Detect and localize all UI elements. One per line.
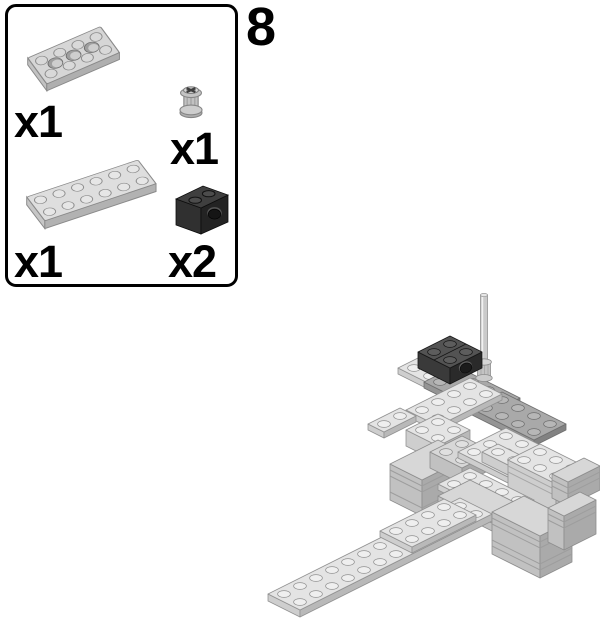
part-image-plate-2x6-icon: [26, 160, 157, 231]
part-image-technic-plate-2x4-with-holes-icon: [27, 26, 120, 93]
qty-label-bush: x1: [170, 123, 219, 174]
parts-callout-box: x1 x1 x1 x2: [5, 4, 238, 287]
part-image-technic-bush-icon: [179, 86, 203, 119]
qty-label-technic-plate: x1: [14, 96, 63, 147]
axle-cross-icon: [186, 87, 196, 94]
step-number: 8: [246, 0, 277, 57]
qty-label-plate-2x6: x1: [14, 236, 63, 287]
part-image-technic-brick-1x2-with-hole-icon: [174, 185, 230, 235]
qty-label-dark-brick: x2: [168, 236, 217, 287]
